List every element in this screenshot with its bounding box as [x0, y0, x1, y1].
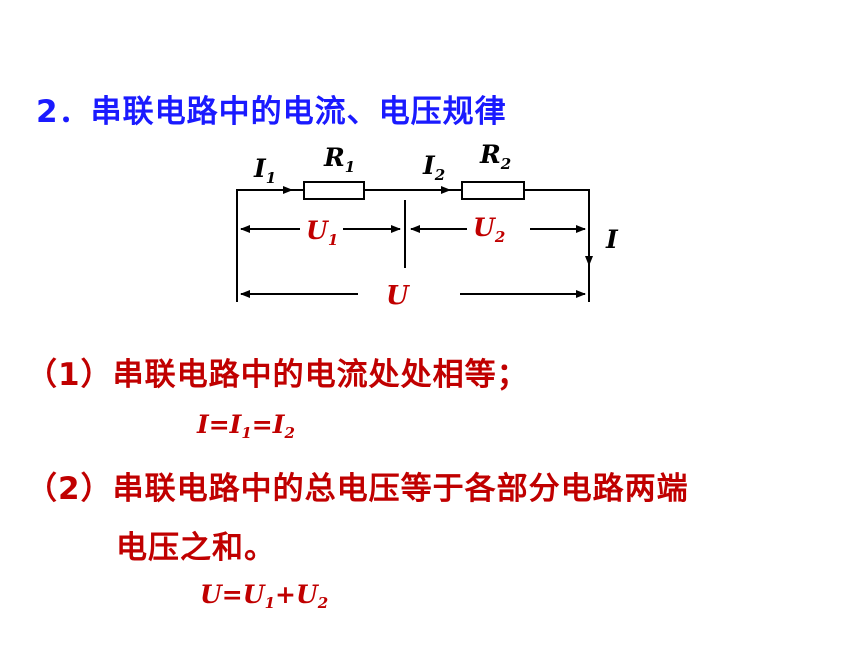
resistor-r1: [303, 181, 365, 200]
label-i: I: [605, 225, 619, 254]
formula-voltage: U=U1+U2: [200, 580, 329, 612]
circuit-wire: [236, 189, 590, 302]
label-u1: U1: [306, 216, 338, 249]
label-u: U: [386, 281, 410, 311]
label-i1: I1: [253, 154, 276, 187]
page-title: 2．串联电路中的电流、电压规律: [36, 94, 507, 130]
rule-2-text-cont: 电压之和。: [116, 530, 276, 566]
formula-current: I=I1=I2: [197, 410, 295, 442]
label-i2: I2: [422, 151, 445, 184]
label-r1: R1: [323, 143, 355, 176]
rule-2-text: （2）串联电路中的总电压等于各部分电路两端: [26, 471, 689, 507]
resistor-r2: [461, 181, 525, 200]
label-u2: U2: [473, 213, 505, 246]
label-r2: R2: [479, 140, 511, 173]
rule-1-text: （1）串联电路中的电流处处相等；: [26, 357, 529, 393]
